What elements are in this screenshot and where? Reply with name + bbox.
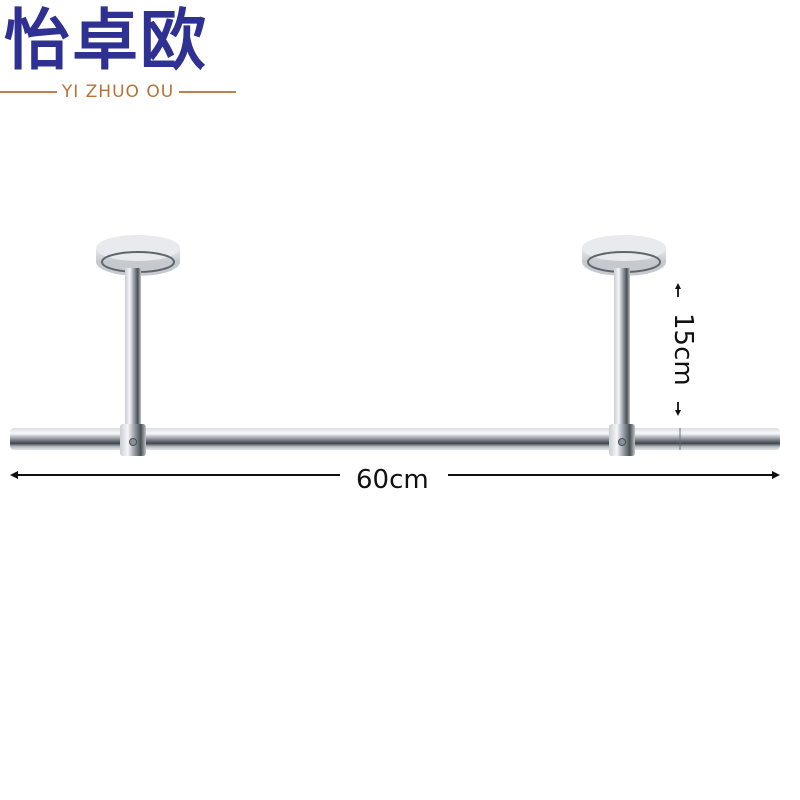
drop-dimension-label: 15cm (668, 313, 698, 386)
tagline-rule-left (0, 91, 57, 93)
brand-name-chinese: 怡卓欧 (4, 1, 208, 79)
ceiling-flange-left (96, 235, 180, 276)
ceiling-flange-right (582, 235, 666, 276)
tagline-rule-right (179, 91, 237, 93)
rod-connector-right (609, 424, 635, 456)
rod-connector-left (120, 424, 146, 456)
brand-name-english: YI ZHUO OU (61, 82, 175, 102)
drop-dimension-arrows (675, 283, 681, 416)
support-post-right (614, 268, 630, 432)
brand-tagline: YI ZHUO OU (0, 82, 237, 102)
hanging-rod (10, 428, 780, 450)
brand-logo: 怡卓欧 YI ZHUO OU (0, 0, 240, 105)
width-dimension-label: 60cm (356, 465, 429, 495)
width-dimension-line (10, 471, 780, 479)
support-post-left (125, 268, 141, 432)
